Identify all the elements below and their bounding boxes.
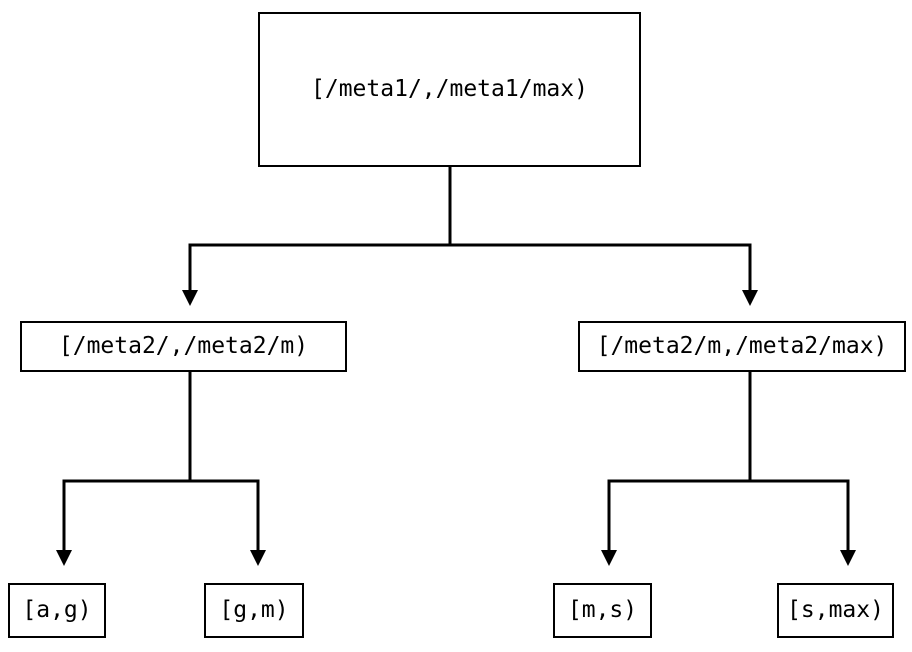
arrowhead-to-mid-left <box>182 290 198 306</box>
tree-node-leaf-1-label: [a,g) <box>22 597 92 623</box>
arrowhead-to-mid-right <box>742 290 758 306</box>
tree-node-leaf-2[interactable]: [g,m) <box>204 583 304 638</box>
tree-node-root-label: [/meta1/,/meta1/max) <box>311 76 588 102</box>
tree-node-leaf-4-label: [s,max) <box>787 597 884 623</box>
edge-midleft-to-leaves <box>56 372 266 566</box>
tree-node-mid-left[interactable]: [/meta2/,/meta2/m) <box>20 321 347 372</box>
tree-node-leaf-3[interactable]: [m,s) <box>553 583 652 638</box>
edge-root-to-mid-level <box>182 167 758 306</box>
tree-node-mid-left-label: [/meta2/,/meta2/m) <box>58 333 309 359</box>
tree-node-leaf-3-label: [m,s) <box>567 597 638 623</box>
tree-node-root[interactable]: [/meta1/,/meta1/max) <box>258 12 641 167</box>
arrowhead-to-leaf-1 <box>56 550 72 566</box>
tree-node-leaf-4[interactable]: [s,max) <box>777 583 894 638</box>
tree-node-mid-right[interactable]: [/meta2/m,/meta2/max) <box>578 321 906 372</box>
arrowhead-to-leaf-3 <box>601 550 617 566</box>
edge-midright-to-leaves <box>601 372 856 566</box>
tree-node-leaf-1[interactable]: [a,g) <box>8 583 106 638</box>
arrowhead-to-leaf-2 <box>250 550 266 566</box>
tree-node-leaf-2-label: [g,m) <box>219 597 289 623</box>
arrowhead-to-leaf-4 <box>840 550 856 566</box>
tree-node-mid-right-label: [/meta2/m,/meta2/max) <box>596 333 888 359</box>
